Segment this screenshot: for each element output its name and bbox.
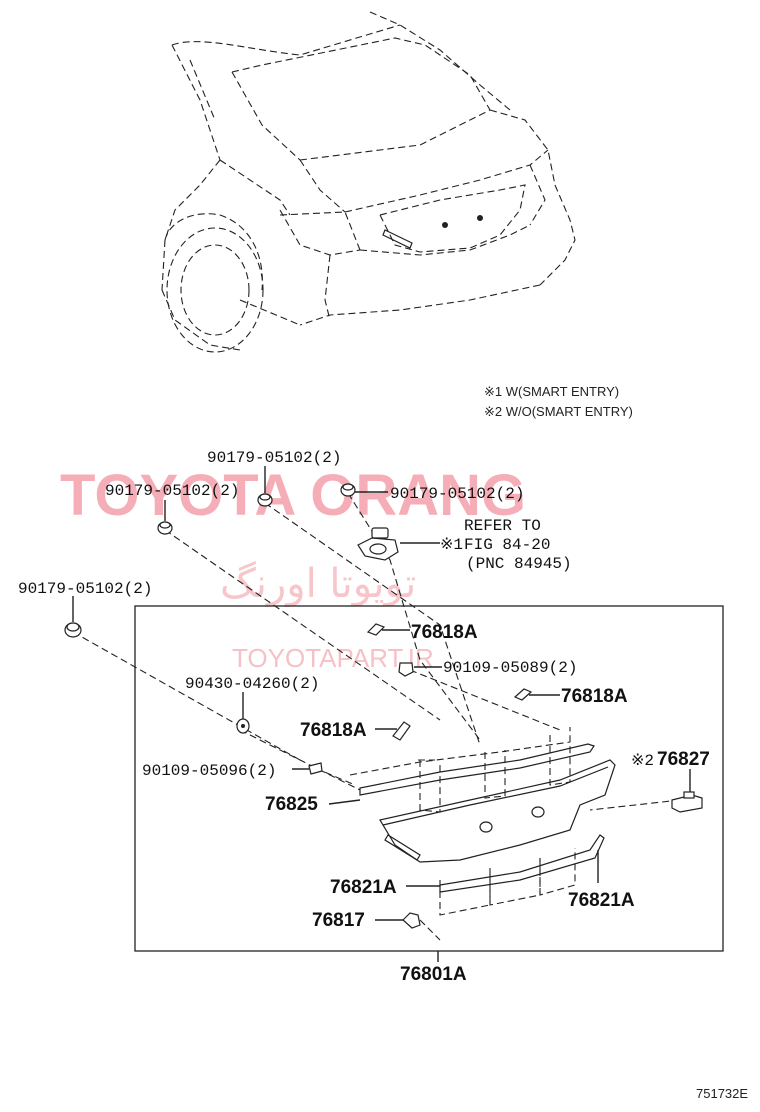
- label-screw-right: 90109-05089(2): [443, 659, 577, 677]
- note-smart-entry: ※1 W(SMART ENTRY): [484, 384, 619, 399]
- switch-icon: [357, 527, 399, 561]
- label-clip-far-left: 90179-05102(2): [18, 580, 152, 598]
- bracket-left-icon: [392, 721, 411, 741]
- label-molding-left: 76821A: [330, 877, 397, 898]
- bracket-upper-icon: [366, 623, 386, 636]
- refer-line-2: FIG 84-20: [464, 536, 550, 554]
- label-assembly: 76801A: [400, 964, 467, 985]
- refer-marker: ※1: [440, 536, 463, 554]
- clip-right-icon: [340, 483, 356, 497]
- label-bracket-right: 76818A: [561, 686, 628, 707]
- clip-left-icon: [157, 521, 173, 535]
- label-clip-right: 90179-05102(2): [390, 485, 524, 503]
- label-lamp: 76827: [657, 749, 710, 770]
- label-clip-top: 90179-05102(2): [207, 449, 341, 467]
- assembly-frame: [134, 605, 724, 952]
- bracket-right-icon: [513, 688, 533, 701]
- refer-line-1: REFER TO: [464, 517, 541, 535]
- label-nut: 90430-04260(2): [185, 675, 319, 693]
- label-clip-left: 90179-05102(2): [105, 482, 239, 500]
- leader-lines: [72, 466, 691, 962]
- label-grommet: 76817: [312, 910, 365, 931]
- figure-code: 751732E: [696, 1086, 748, 1101]
- label-lamp-marker: ※2: [631, 752, 654, 770]
- note-without-smart-entry: ※2 W/O(SMART ENTRY): [484, 404, 633, 419]
- label-screw-left: 90109-05096(2): [142, 762, 276, 780]
- nut-icon: [236, 718, 250, 734]
- clip-far-left-icon: [64, 622, 82, 638]
- refer-line-3: (PNC 84945): [466, 555, 572, 573]
- label-bracket-left: 76818A: [300, 720, 367, 741]
- license-lamp-icon: [671, 791, 703, 813]
- screw-left-icon: [308, 762, 323, 775]
- watermark-farsi: تویوتا اورنگ: [220, 561, 416, 607]
- garnish-assembly: [349, 727, 616, 916]
- label-molding-right: 76821A: [568, 890, 635, 911]
- vehicle-outline: [161, 11, 576, 353]
- grommet-icon: [402, 912, 421, 929]
- screw-right-icon: [398, 662, 414, 677]
- label-bracket-upper: 76818A: [411, 622, 478, 643]
- label-garnish: 76825: [265, 794, 318, 815]
- clip-top-icon: [257, 493, 273, 507]
- watermark-brand: TOYOTA ORANG: [60, 463, 526, 528]
